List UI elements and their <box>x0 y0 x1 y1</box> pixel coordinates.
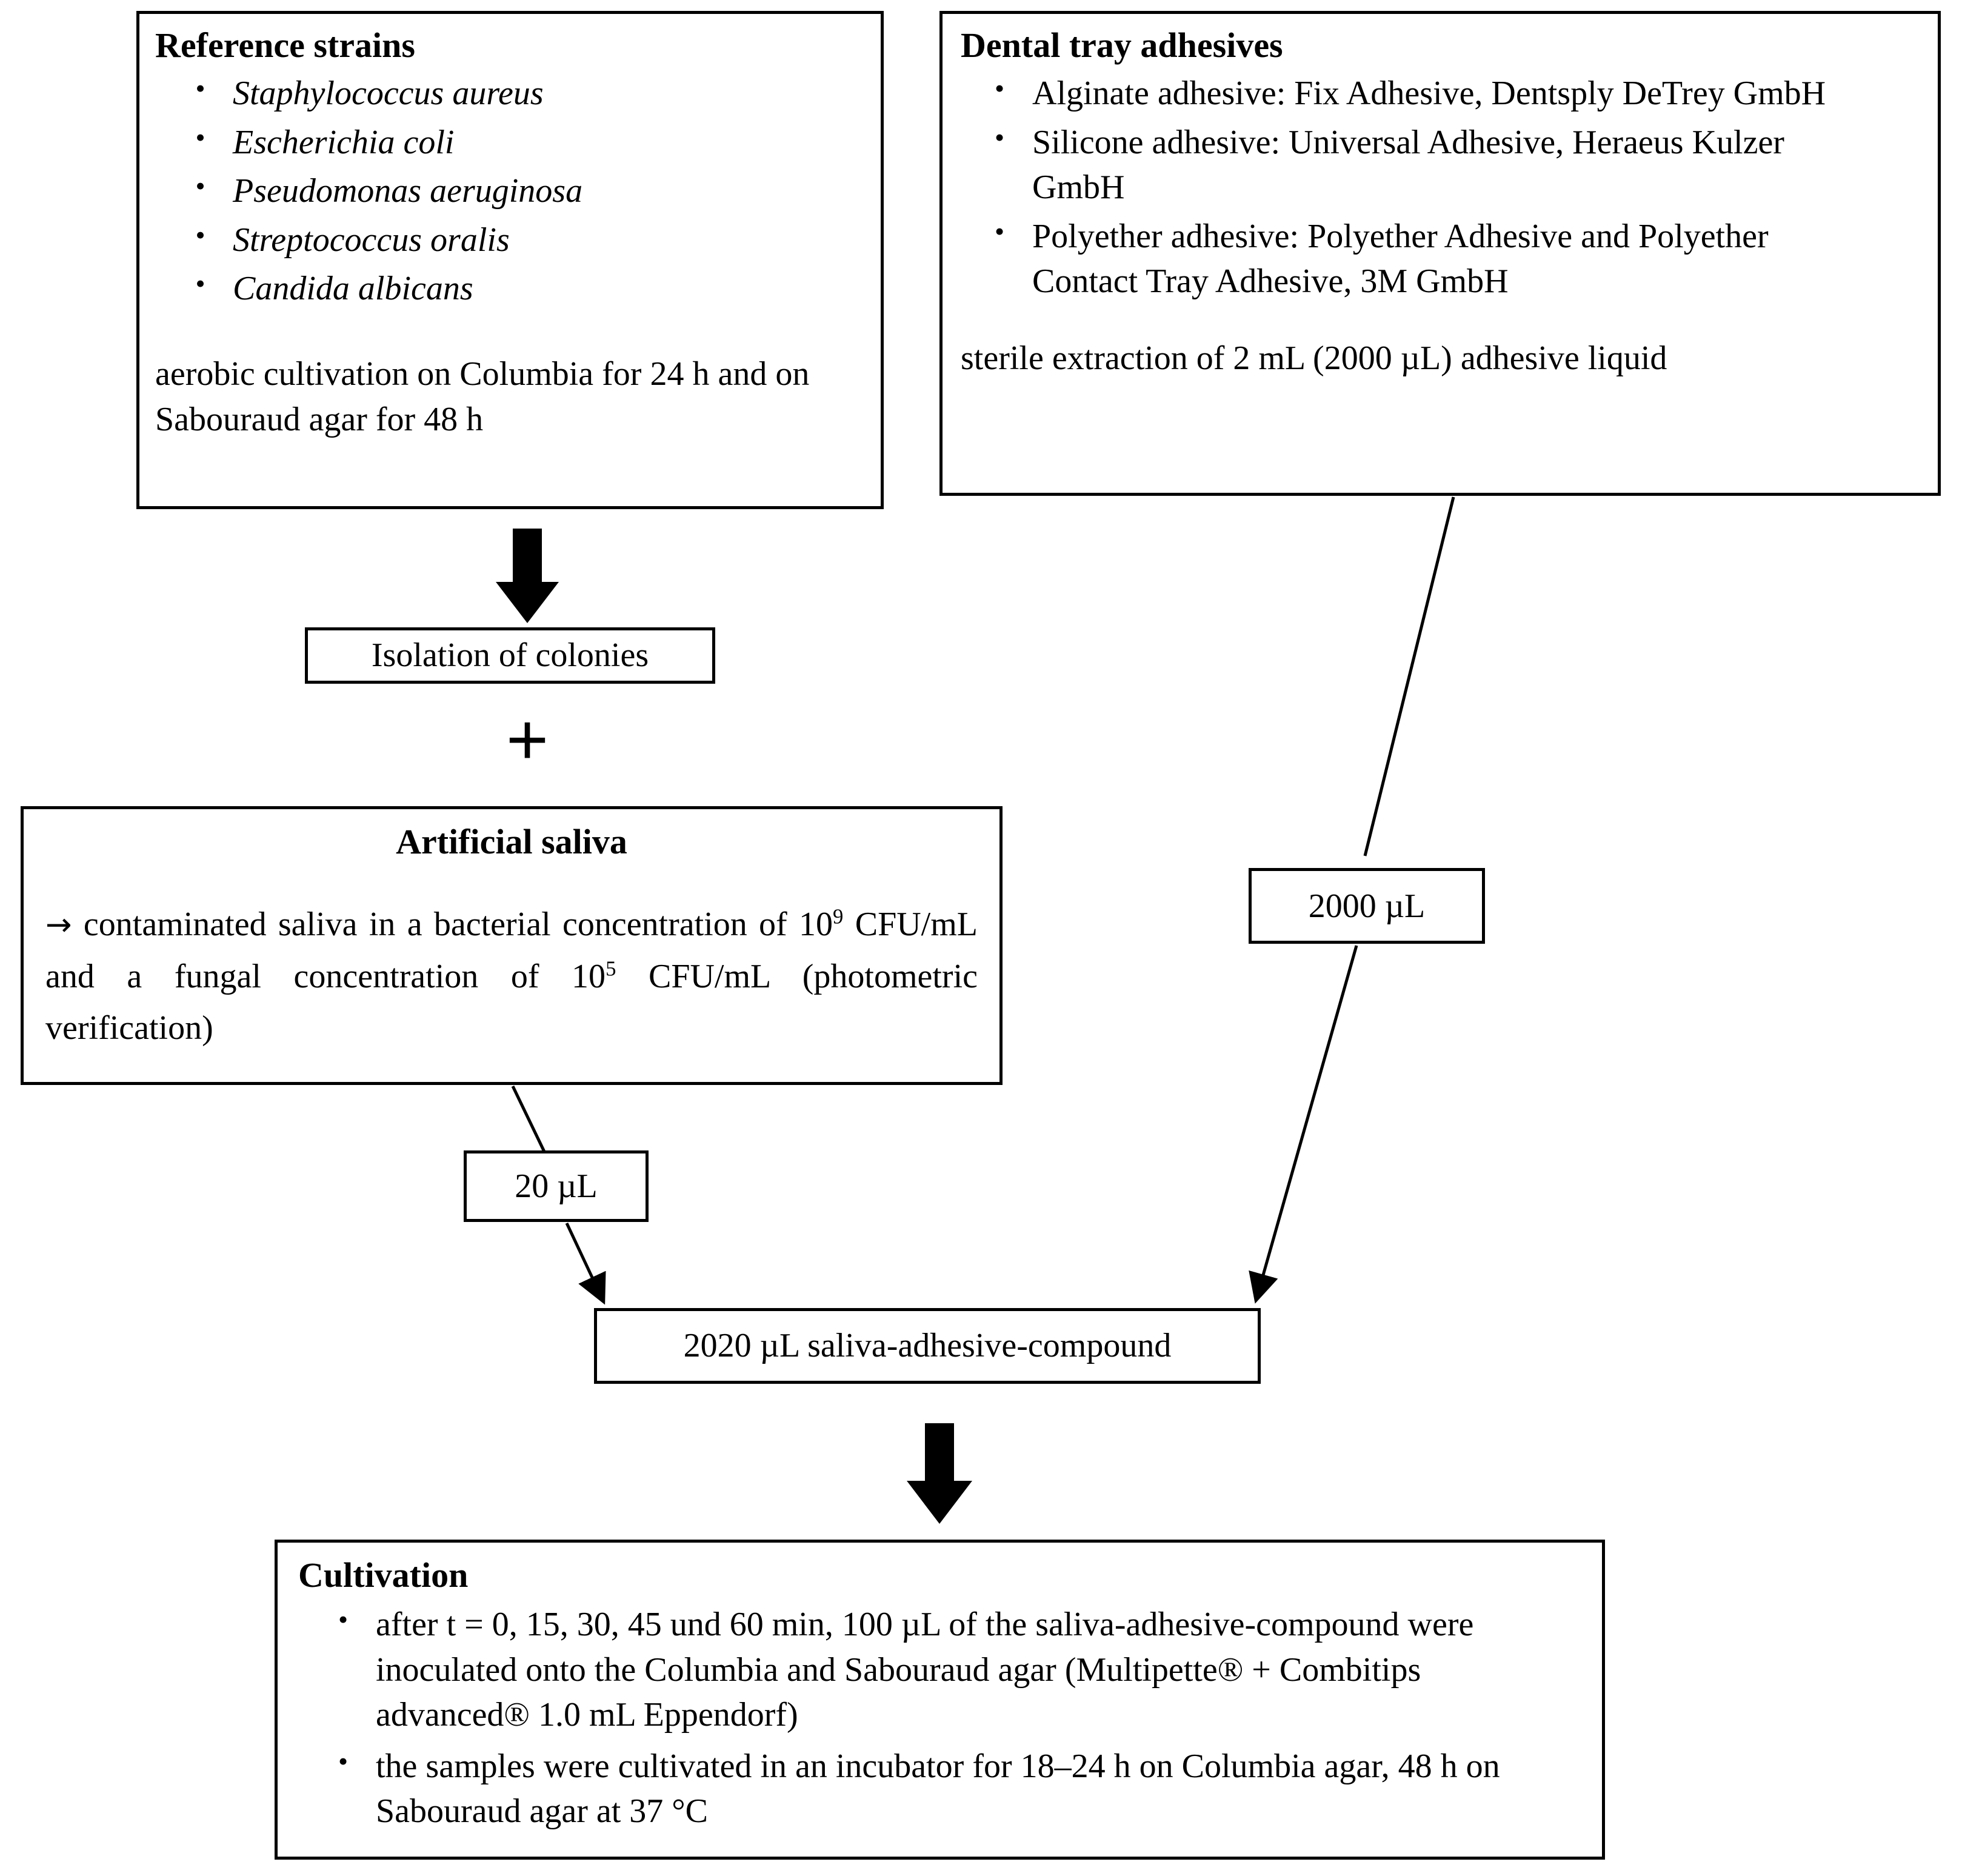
adhesive-volume-box: 2000 µL <box>1249 868 1485 944</box>
dental-tray-adhesives-title: Dental tray adhesives <box>961 25 1283 65</box>
saliva-text-part3: CFU/mL (photometric verification) <box>45 957 978 1047</box>
list-item: Candida albicans <box>195 265 865 311</box>
saliva-volume-box: 20 µL <box>464 1150 649 1222</box>
list-item: Polyether adhesive: Polyether Adhesive a… <box>995 213 1838 304</box>
cultivation-title: Cultivation <box>298 1555 469 1595</box>
list-item: Pseudomonas aeruginosa <box>195 167 865 213</box>
saliva-exponent-fungal: 5 <box>606 956 616 980</box>
reference-strains-list: Staphylococcus aureus Escherichia coli P… <box>155 70 865 311</box>
list-item: Staphylococcus aureus <box>195 70 865 116</box>
artificial-saliva-description: → contaminated saliva in a bacterial con… <box>45 899 978 1053</box>
dental-tray-adhesives-list: Alginate adhesive: Fix Adhesive, Dentspl… <box>961 70 1920 304</box>
dental-tray-adhesives-content: Dental tray adhesives Alginate adhesive:… <box>943 14 1938 392</box>
list-item: Streptococcus oralis <box>195 216 865 262</box>
reference-strains-title: Reference strains <box>155 25 415 65</box>
isolation-of-colonies-label: Isolation of colonies <box>371 636 649 674</box>
cultivation-content: Cultivation after t = 0, 15, 30, 45 und … <box>278 1543 1602 1850</box>
artificial-saliva-content: Artificial saliva → contaminated saliva … <box>24 809 999 1066</box>
dental-tray-adhesives-box: Dental tray adhesives Alginate adhesive:… <box>939 11 1941 496</box>
cultivation-steps-list: after t = 0, 15, 30, 45 und 60 min, 100 … <box>298 1601 1581 1834</box>
compound-label: 2020 µL saliva-adhesive-compound <box>683 1327 1172 1364</box>
list-item: the samples were cultivated in an incuba… <box>338 1743 1546 1834</box>
saliva-text-part2: CFU/mL and a fungal concentration of 10 <box>45 906 978 995</box>
reference-strains-box: Reference strains Staphylococcus aureus … <box>136 11 884 509</box>
artificial-saliva-title: Artificial saliva <box>396 822 627 861</box>
reference-strains-content: Reference strains Staphylococcus aureus … <box>139 14 881 453</box>
compound-box: 2020 µL saliva-adhesive-compound <box>594 1308 1261 1384</box>
artificial-saliva-box: Artificial saliva → contaminated saliva … <box>21 806 1003 1085</box>
cultivation-box: Cultivation after t = 0, 15, 30, 45 und … <box>275 1540 1605 1860</box>
saliva-exponent-bacterial: 9 <box>833 904 844 929</box>
arrow-compound-to-cultivation <box>907 1423 972 1524</box>
adhesive-volume-label: 2000 µL <box>1308 887 1426 925</box>
plus-sign: + <box>506 699 549 780</box>
saliva-text-part1: contaminated saliva in a bacterial conce… <box>83 906 833 944</box>
reference-strains-note: aerobic cultivation on Columbia for 24 h… <box>155 355 810 438</box>
dental-tray-adhesives-note: sterile extraction of 2 mL (2000 µL) adh… <box>961 339 1667 377</box>
right-arrow-icon: → <box>45 907 72 944</box>
arrow-strains-to-isolation <box>496 529 559 623</box>
list-item: Silicone adhesive: Universal Adhesive, H… <box>995 119 1863 210</box>
saliva-volume-label: 20 µL <box>515 1167 598 1205</box>
isolation-of-colonies-box: Isolation of colonies <box>305 627 715 684</box>
list-item: Alginate adhesive: Fix Adhesive, Dentspl… <box>995 70 1826 116</box>
list-item: after t = 0, 15, 30, 45 und 60 min, 100 … <box>338 1601 1515 1737</box>
list-item: Escherichia coli <box>195 119 865 165</box>
